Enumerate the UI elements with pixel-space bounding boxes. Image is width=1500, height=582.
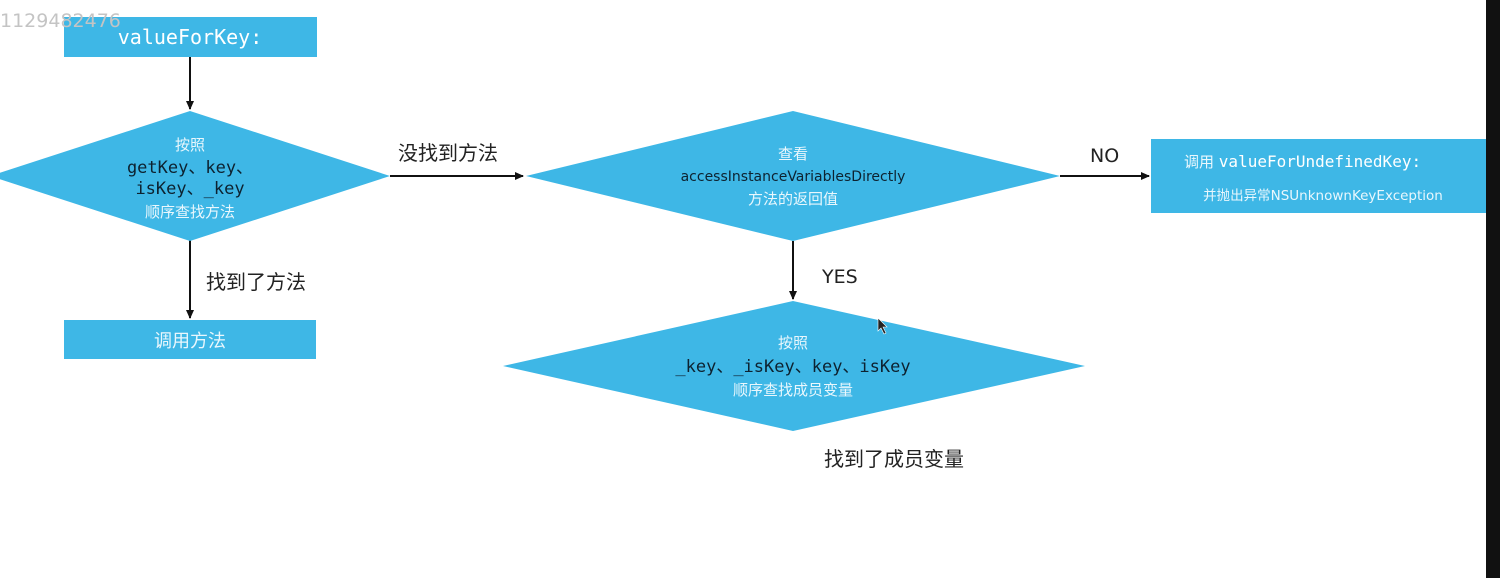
method-search-line4: 顺序查找方法	[145, 203, 235, 221]
mouse-cursor-icon	[877, 317, 888, 335]
undefined-key-line1-prefix: 调用	[1184, 153, 1214, 171]
node-undefined-key: 调用 valueForUndefinedKey: 并抛出异常NSUnknownK…	[1151, 139, 1495, 213]
node-method-search: 按照 getKey、key、 isKey、_key 顺序查找方法	[0, 111, 390, 241]
method-search-line2: getKey、key、	[127, 158, 253, 178]
edge-labels: 没找到方法 找到了方法 NO YES 找到了成员变量	[206, 141, 1119, 471]
edge-label-not-found-method: 没找到方法	[398, 141, 498, 165]
edge-label-found-ivar: 找到了成员变量	[824, 447, 964, 471]
undefined-key-line1: 调用 valueForUndefinedKey:	[1184, 152, 1421, 171]
method-search-line3: isKey、_key	[135, 179, 244, 199]
ivar-search-diamond	[503, 301, 1085, 431]
start-box	[64, 17, 317, 57]
undefined-key-box	[1151, 139, 1495, 213]
call-method-box	[64, 320, 316, 359]
connectors	[186, 57, 1150, 319]
edge-label-found-method: 找到了方法	[206, 270, 306, 294]
undefined-key-line2: 并抛出异常NSUnknownKeyException	[1203, 188, 1443, 204]
undefined-key-line1-code: valueForUndefinedKey:	[1219, 152, 1421, 171]
access-check-diamond	[526, 111, 1060, 241]
node-ivar-search: 按照 _key、_isKey、key、isKey 顺序查找成员变量	[503, 301, 1085, 431]
watermark-text: 1129482476	[0, 10, 121, 32]
ivar-search-line2: _key、_isKey、key、isKey	[675, 357, 910, 377]
start-label: valueForKey:	[118, 25, 263, 49]
method-search-line1: 按照	[175, 136, 205, 154]
edge-label-yes: YES	[821, 266, 858, 288]
method-search-diamond	[0, 111, 390, 241]
edge-label-no: NO	[1090, 145, 1119, 167]
node-access-check: 查看 accessInstanceVariablesDirectly 方法的返回…	[526, 111, 1060, 241]
call-method-label: 调用方法	[154, 331, 226, 352]
access-check-line1: 查看	[778, 145, 808, 163]
ivar-search-line1: 按照	[778, 334, 808, 352]
ivar-search-line3: 顺序查找成员变量	[733, 381, 853, 399]
window-edge-bar	[1486, 0, 1500, 578]
access-check-line2: accessInstanceVariablesDirectly	[681, 169, 906, 185]
node-start: valueForKey:	[64, 17, 317, 57]
access-check-line3: 方法的返回值	[748, 190, 838, 208]
node-call-method: 调用方法	[64, 320, 316, 359]
